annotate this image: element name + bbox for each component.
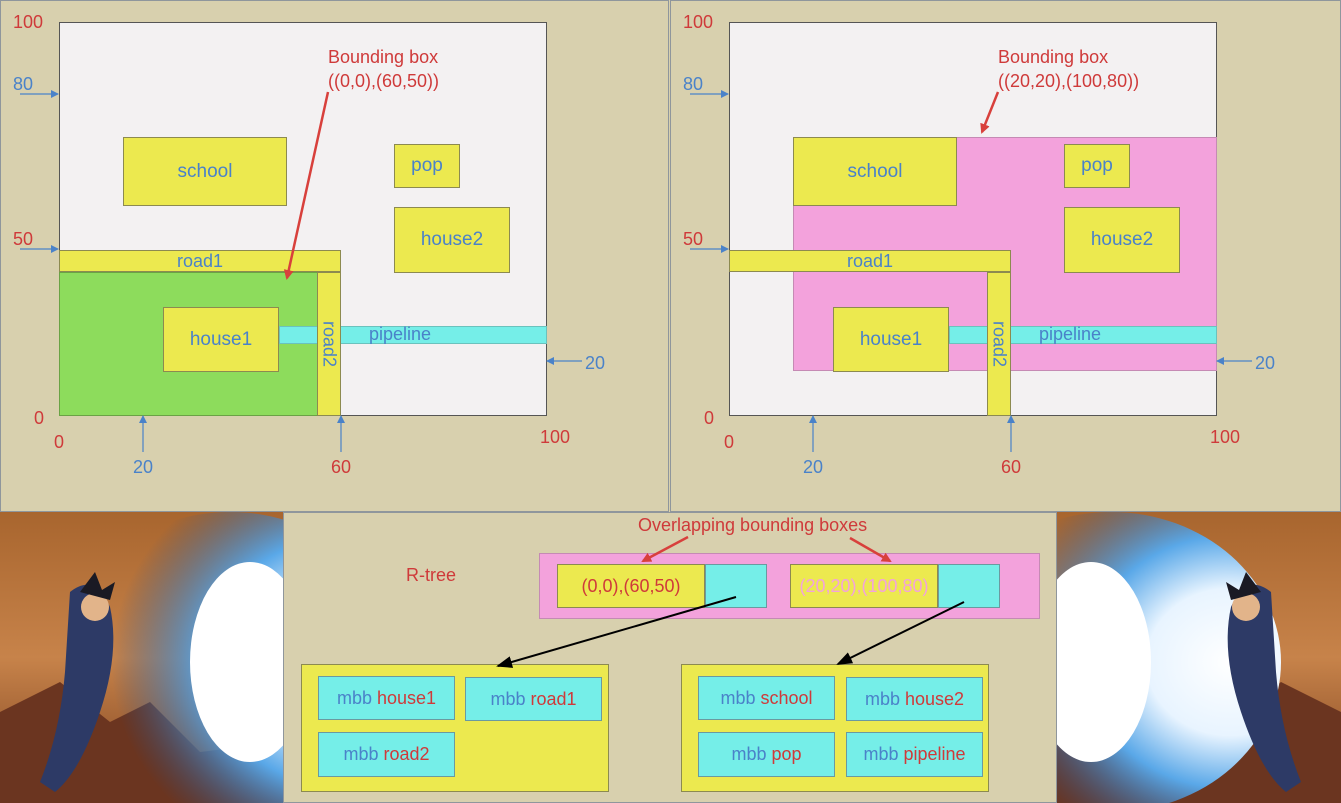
y-tick-50: 50 bbox=[13, 229, 34, 249]
left-artwork-image bbox=[0, 512, 283, 803]
mbb-name: pop bbox=[771, 744, 802, 764]
bbox-coords: ((0,0),(60,50)) bbox=[328, 71, 440, 91]
house2-rect: house2 bbox=[1064, 207, 1180, 273]
root-entry-1-pointer bbox=[705, 564, 767, 608]
road1-label: road1 bbox=[846, 250, 894, 271]
mbb-prefix: mbb bbox=[490, 688, 526, 709]
road1-rect: road1 bbox=[59, 250, 341, 272]
y-tick-50: 50 bbox=[683, 229, 704, 249]
right-map-panel: school pop house2 road1 pipeline house1 … bbox=[670, 0, 1341, 512]
mbb-prefix: mbb bbox=[336, 687, 372, 708]
x-tick-60: 60 bbox=[1001, 457, 1022, 477]
road2-label: road2 bbox=[989, 320, 1010, 368]
overlap-label: Overlapping bounding boxes bbox=[638, 515, 868, 535]
mbb-pipeline-entry: mbb pipeline bbox=[846, 732, 983, 777]
mbb-house2-entry: mbb house2 bbox=[846, 677, 983, 721]
mbb-name: road1 bbox=[530, 688, 577, 709]
root-entry-1: (0,0),(60,50) bbox=[557, 564, 705, 608]
root-entry-2-pointer bbox=[938, 564, 1000, 608]
school-rect: school bbox=[123, 137, 287, 206]
mbb-house1-entry: mbb house1 bbox=[318, 676, 455, 720]
right-artwork-image bbox=[1057, 512, 1341, 803]
house1-rect: house1 bbox=[833, 307, 949, 372]
rtree-title: R-tree bbox=[406, 565, 457, 585]
mbb-prefix: mbb bbox=[720, 687, 756, 708]
road1-label: road1 bbox=[176, 250, 224, 271]
mbb-name: road2 bbox=[383, 744, 430, 764]
pipeline-rect bbox=[949, 326, 1217, 344]
bbox-title: Bounding box bbox=[328, 47, 439, 67]
road2-label: road2 bbox=[319, 320, 340, 368]
mbb-prefix: mbb bbox=[731, 744, 767, 764]
y-tick-100: 100 bbox=[13, 12, 44, 32]
road2-rect: road2 bbox=[987, 272, 1011, 416]
y-tick-100: 100 bbox=[683, 12, 714, 32]
road1-rect: road1 bbox=[729, 250, 1011, 272]
mbb-name: pipeline bbox=[903, 744, 966, 764]
pipeline-rect bbox=[279, 326, 547, 344]
x-tick-100: 100 bbox=[540, 427, 571, 447]
school-label: school bbox=[847, 160, 903, 182]
y-tick-0: 0 bbox=[704, 408, 715, 428]
left-map-panel: school pop house2 road1 pipeline house1 … bbox=[0, 0, 669, 512]
mbb-prefix: mbb bbox=[343, 744, 379, 764]
school-rect: school bbox=[793, 137, 957, 206]
house2-label: house2 bbox=[420, 229, 484, 250]
pop-rect: pop bbox=[1064, 144, 1130, 188]
mbb-pop-entry: mbb pop bbox=[698, 732, 835, 777]
pipeline-label: pipeline bbox=[369, 324, 432, 344]
mbb-road2-entry: mbb road2 bbox=[318, 732, 455, 777]
mbb-name: school bbox=[760, 687, 813, 708]
root-entry-2: (20,20),(100,80) bbox=[790, 564, 938, 608]
house1-rect: house1 bbox=[163, 307, 279, 372]
root-entry-1-label: (0,0),(60,50) bbox=[581, 575, 681, 596]
y-tick-80: 80 bbox=[683, 74, 704, 94]
y-tick-80: 80 bbox=[13, 74, 34, 94]
pipeline-label: pipeline bbox=[1039, 324, 1102, 344]
pop-label: pop bbox=[411, 155, 443, 176]
mbb-prefix: mbb bbox=[864, 688, 900, 709]
mbb-name: house2 bbox=[904, 688, 965, 709]
house2-label: house2 bbox=[1090, 229, 1154, 250]
pop-label: pop bbox=[1081, 155, 1113, 176]
mbb-name: house1 bbox=[376, 687, 437, 708]
pop-rect: pop bbox=[394, 144, 460, 188]
root-entry-2-label: (20,20),(100,80) bbox=[799, 575, 929, 596]
y-tick-0: 0 bbox=[34, 408, 45, 428]
right-tick-20: 20 bbox=[1255, 353, 1276, 373]
mbb-school-entry: mbb school bbox=[698, 676, 835, 720]
x-tick-0: 0 bbox=[724, 432, 735, 452]
school-label: school bbox=[177, 160, 233, 182]
x-tick-20: 20 bbox=[803, 457, 824, 477]
road2-rect: road2 bbox=[317, 272, 341, 416]
mbb-road1-entry: mbb road1 bbox=[465, 677, 602, 721]
house2-rect: house2 bbox=[394, 207, 510, 273]
x-tick-60: 60 bbox=[331, 457, 352, 477]
x-tick-100: 100 bbox=[1210, 427, 1241, 447]
mbb-prefix: mbb bbox=[863, 744, 899, 764]
house1-label: house1 bbox=[859, 328, 923, 350]
x-tick-0: 0 bbox=[54, 432, 65, 452]
right-tick-20: 20 bbox=[585, 353, 606, 373]
bbox-coords: ((20,20),(100,80)) bbox=[998, 71, 1140, 91]
x-tick-20: 20 bbox=[133, 457, 154, 477]
bbox-title: Bounding box bbox=[998, 47, 1109, 67]
house1-label: house1 bbox=[189, 328, 253, 350]
